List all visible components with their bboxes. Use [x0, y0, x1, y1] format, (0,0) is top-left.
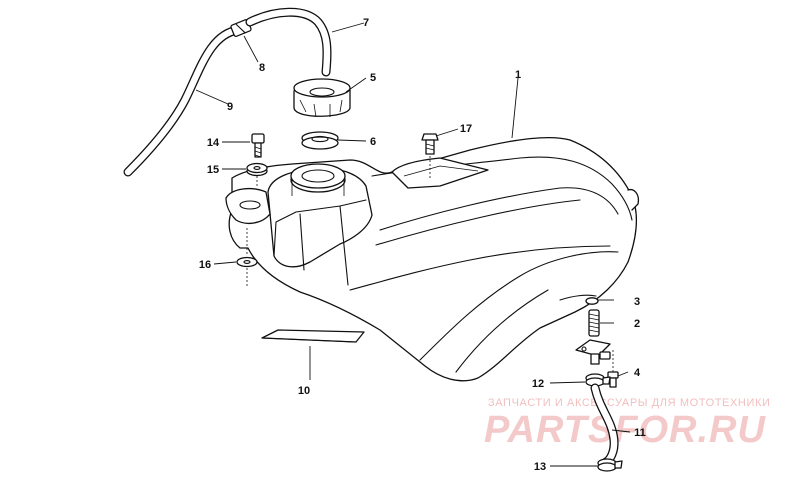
callout-4: 4 [634, 367, 641, 379]
callout-12: 12 [532, 378, 544, 390]
callout-15: 15 [207, 164, 219, 176]
washer-upper-left [246, 162, 268, 177]
leader-lines [195, 22, 631, 467]
washer-lower-left [236, 256, 258, 268]
callout-16: 16 [199, 259, 211, 271]
callout-14: 14 [207, 137, 220, 149]
callout-9: 9 [227, 101, 233, 113]
callout-13: 13 [534, 461, 546, 473]
watermark-tagline: ЗАПЧАСТИ И АКСЕССУАРЫ ДЛЯ МОТОТЕХНИКИ [488, 397, 770, 409]
hose-clamp-upper [585, 373, 611, 387]
callout-1: 1 [515, 69, 521, 81]
watermark-brand: PARTSFOR.RU [484, 409, 766, 451]
callout-8: 8 [259, 62, 265, 74]
callout-10: 10 [298, 385, 310, 397]
fuel-tank [225, 136, 640, 382]
bolt-left [251, 133, 265, 158]
callout-3: 3 [634, 296, 640, 308]
callout-7: 7 [363, 17, 369, 29]
watermark: ЗАПЧАСТИ И АКСЕССУАРЫ ДЛЯ МОТОТЕХНИКИ PA… [484, 397, 770, 451]
filler-cap [293, 78, 351, 118]
cap-gasket [301, 131, 339, 150]
callout-17: 17 [460, 123, 472, 135]
callout-11: 11 [634, 427, 646, 439]
bolt-top [421, 133, 439, 155]
callouts: 1 2 3 4 5 6 7 8 9 10 11 12 13 14 15 16 1… [199, 17, 646, 473]
overflow-hose [245, 7, 332, 77]
breather-hose [123, 25, 243, 177]
rubber-pad [261, 329, 365, 343]
callout-6: 6 [370, 136, 376, 148]
tap-screw [607, 371, 619, 388]
callout-2: 2 [634, 318, 640, 330]
hose-clamp-lower [597, 458, 623, 472]
o-ring [585, 297, 599, 305]
callout-5: 5 [370, 72, 376, 84]
fuel-tap [575, 309, 611, 365]
